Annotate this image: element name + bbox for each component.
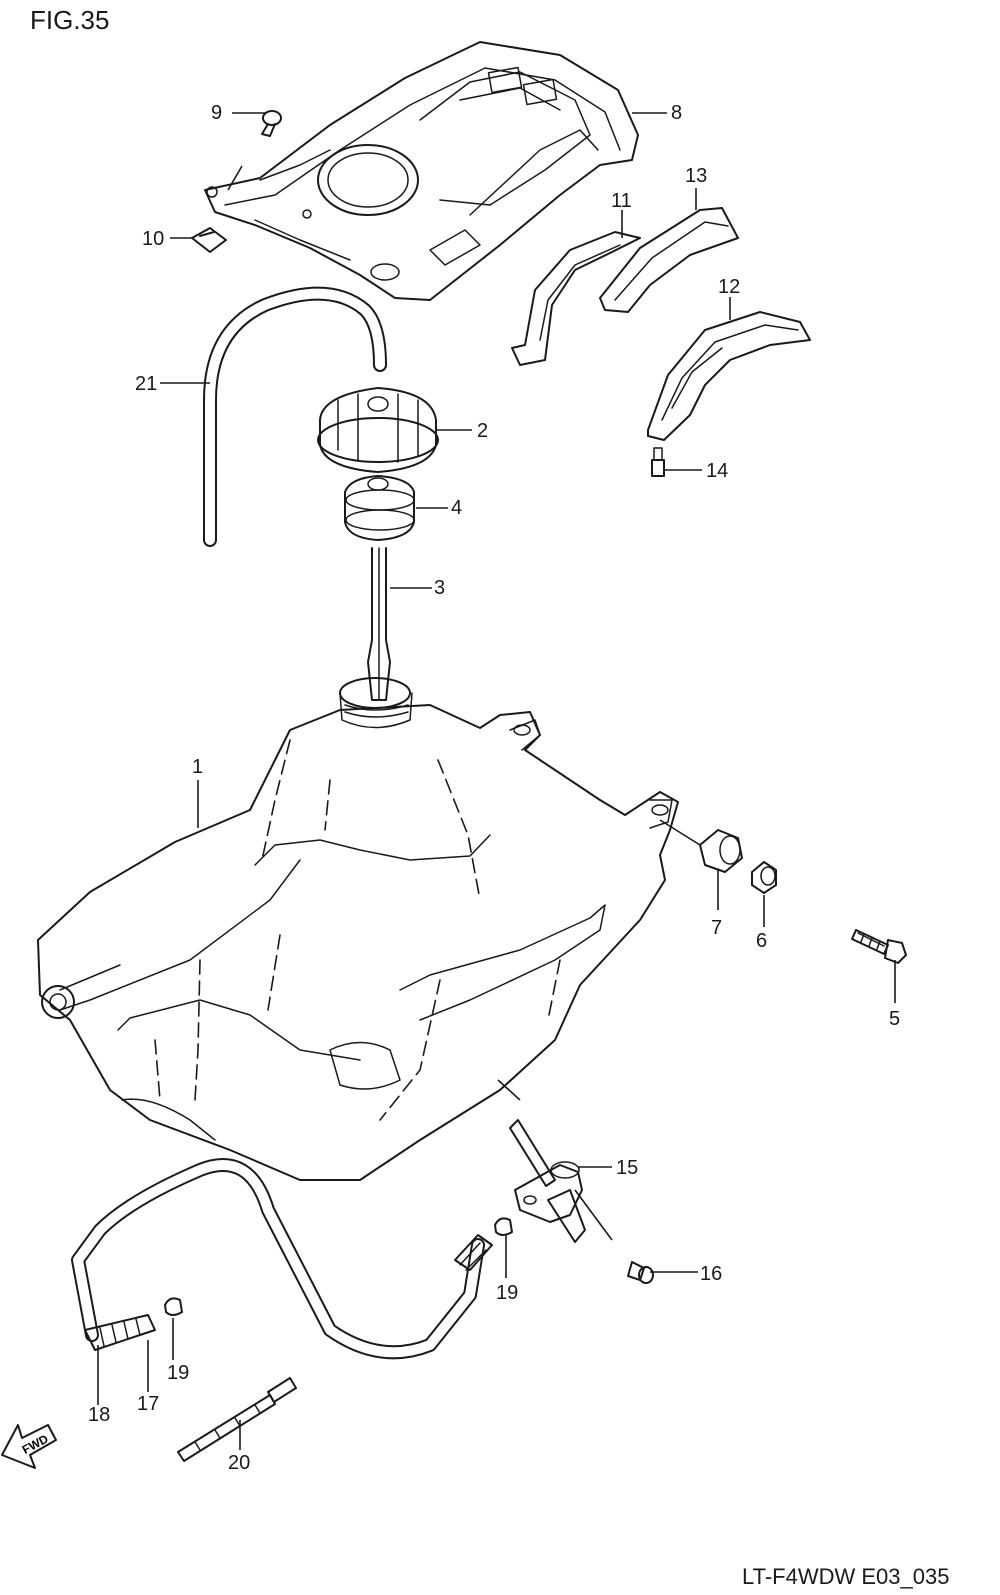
callout-9: 9 [211, 102, 223, 124]
nut-clip-part-10 [191, 227, 227, 253]
gasket-part-4 [344, 475, 415, 541]
bracket-part-13 [599, 207, 739, 313]
screw-part-9 [261, 110, 282, 137]
hose-protector-part-17 [84, 1234, 493, 1351]
callout-5: 5 [889, 1008, 901, 1030]
fuel-hose-part-18 [71, 1158, 485, 1360]
callout-17: 17 [137, 1393, 160, 1415]
strainer-part-3 [367, 547, 391, 701]
bolt-part-14 [651, 447, 665, 477]
bolt-part-5 [851, 929, 907, 964]
top-cover-part-8 [204, 41, 639, 301]
fuel-cock-part-15 [509, 1119, 586, 1243]
figure-title: FIG.35 [30, 5, 110, 35]
callout-8: 8 [671, 102, 683, 124]
callout-16: 16 [700, 1263, 723, 1285]
bracket-part-12 [647, 311, 811, 441]
callout-18: 18 [88, 1404, 111, 1426]
callout-3: 3 [434, 577, 446, 599]
fuel-tank-part-1 [37, 677, 679, 1181]
callout-7: 7 [711, 917, 723, 939]
callout-1: 1 [192, 756, 204, 778]
tie-band-part-20 [177, 1377, 297, 1462]
callout-4: 4 [451, 497, 463, 519]
bracket-part-11 [511, 231, 641, 366]
breather-hose-part-21 [203, 286, 387, 547]
callout-20: 20 [228, 1452, 251, 1474]
diagram-code: LT-F4WDW E03_035 [742, 1564, 950, 1589]
callout-2: 2 [477, 420, 489, 442]
fwd-direction-arrow-icon: FWD [1, 1424, 57, 1469]
callout-12: 12 [718, 276, 741, 298]
callout-15: 15 [616, 1157, 639, 1179]
callout-19: 19 [167, 1362, 190, 1384]
callout-14: 14 [706, 460, 729, 482]
collar-part-6 [751, 861, 777, 894]
clip-part-19-right [494, 1217, 513, 1236]
callout-19-right: 19 [496, 1282, 519, 1304]
clip-part-19 [164, 1297, 183, 1316]
callout-6: 6 [756, 930, 768, 952]
callout-10: 10 [142, 228, 165, 250]
callout-13: 13 [685, 165, 708, 187]
callout-21: 21 [135, 373, 158, 395]
callout-11: 11 [611, 190, 632, 212]
screw-part-16 [627, 1261, 654, 1284]
callout-leader-lines [97, 112, 896, 1450]
fuel-cap-part-2 [317, 387, 439, 473]
grommet-part-7 [699, 829, 743, 873]
